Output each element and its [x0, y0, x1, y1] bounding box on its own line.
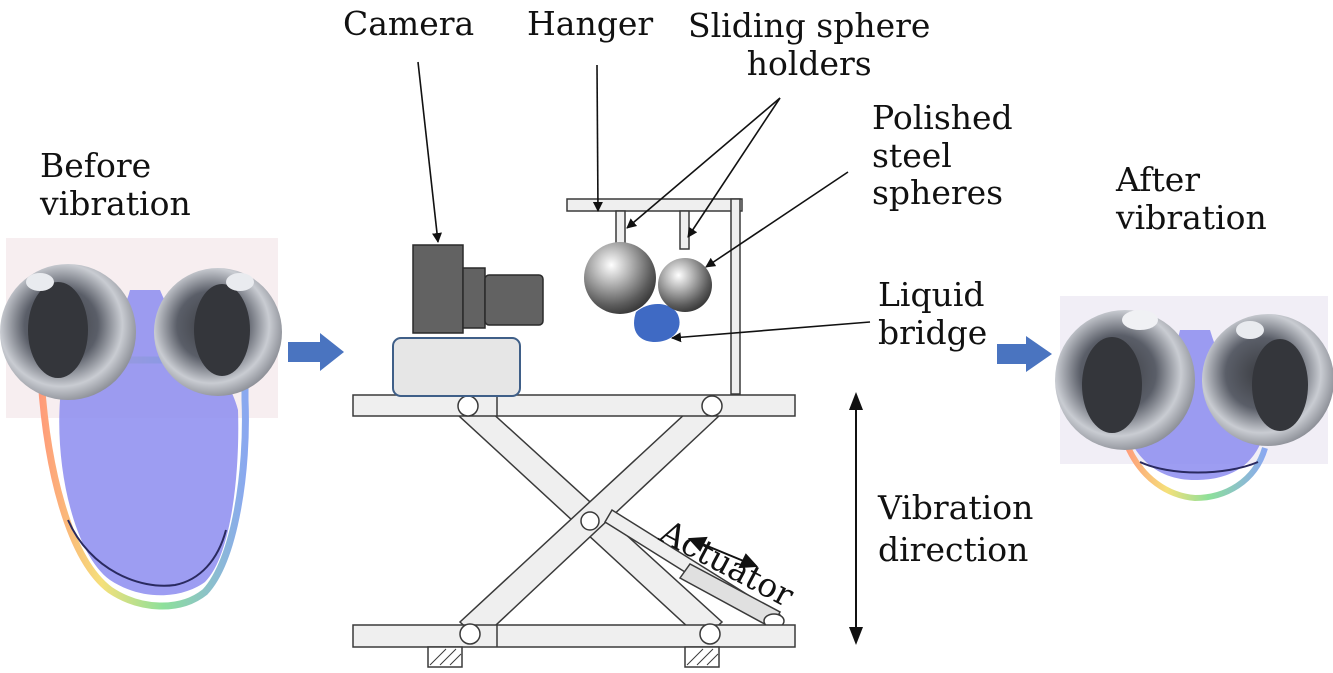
- label-vibdir-line2: direction: [878, 529, 1029, 569]
- liquid-bridge-pointer: [671, 321, 871, 343]
- after-liquid-bridge: [1130, 330, 1262, 480]
- label-liquid-line2: bridge: [878, 312, 988, 352]
- left-block-arrow: [288, 333, 344, 371]
- pivot-bottom-left: [459, 623, 481, 645]
- foot-hatching: [429, 648, 719, 666]
- label-polished-line3: spheres: [872, 173, 1004, 213]
- camera-body: [412, 244, 464, 334]
- holder-pointer-left: [626, 97, 781, 229]
- upper-platform: [352, 394, 796, 417]
- vibration-direction-arrow: [849, 392, 863, 645]
- camera-lens: [484, 274, 544, 326]
- liquid-bridge-shape: [634, 304, 680, 342]
- label-after-line1: After: [1116, 160, 1201, 199]
- holder-pointer-right: [687, 97, 781, 238]
- pivot-center: [580, 511, 600, 531]
- label-vibration-direction: Vibration direction: [878, 488, 1033, 569]
- label-liquid-line1: Liquid: [878, 275, 985, 314]
- label-hanger: Hanger: [527, 4, 654, 43]
- label-sliding-line1: Sliding sphere: [688, 6, 931, 45]
- pivot-top-left: [457, 395, 479, 417]
- label-after-vibration: After vibration: [1116, 160, 1267, 237]
- before-rainbow-rim: [36, 356, 249, 610]
- camera-mount: [462, 267, 486, 329]
- camera-device: [392, 244, 544, 397]
- polished-sphere-left: [584, 242, 656, 314]
- hanger-pointer: [592, 64, 603, 212]
- callout-arrows: [417, 61, 871, 343]
- label-polished-steel-spheres: Polished steel spheres: [872, 98, 1013, 213]
- label-polished-line2: steel: [872, 135, 952, 175]
- hanger-assembly: [566, 198, 743, 395]
- label-sliding-sphere-holders: Sliding sphere holders: [688, 6, 930, 83]
- label-before-line2: vibration: [40, 183, 191, 223]
- scissor-lift: [352, 394, 796, 668]
- polished-sphere-right: [658, 258, 712, 312]
- label-sliding-line2: holders: [746, 43, 872, 83]
- pivot-top-right: [701, 395, 723, 417]
- right-block-arrow: [997, 336, 1052, 372]
- sphere-holder-left: [615, 210, 626, 247]
- camera-base: [392, 337, 521, 397]
- sphere-holder-right: [679, 210, 690, 250]
- hanger-post: [730, 198, 741, 395]
- after-rainbow-rim: [1122, 438, 1268, 502]
- actuator-motion-arrow: [687, 536, 759, 569]
- lower-platform: [352, 624, 796, 648]
- label-camera: Camera: [343, 4, 475, 43]
- label-polished-line1: Polished: [872, 98, 1013, 137]
- label-before-line1: Before: [40, 146, 152, 185]
- camera-pointer: [417, 61, 442, 243]
- label-before-vibration: Before vibration: [40, 146, 191, 223]
- pivot-bottom-right: [699, 623, 721, 645]
- before-vibration-photo: [0, 238, 282, 610]
- actuator-cylinder: [678, 563, 781, 630]
- spheres-pointer: [705, 171, 849, 268]
- label-vibdir-line1: Vibration: [878, 488, 1034, 527]
- label-liquid-bridge: Liquid bridge: [878, 275, 987, 352]
- after-vibration-photo: [1055, 296, 1333, 502]
- label-after-line2: vibration: [1116, 197, 1267, 237]
